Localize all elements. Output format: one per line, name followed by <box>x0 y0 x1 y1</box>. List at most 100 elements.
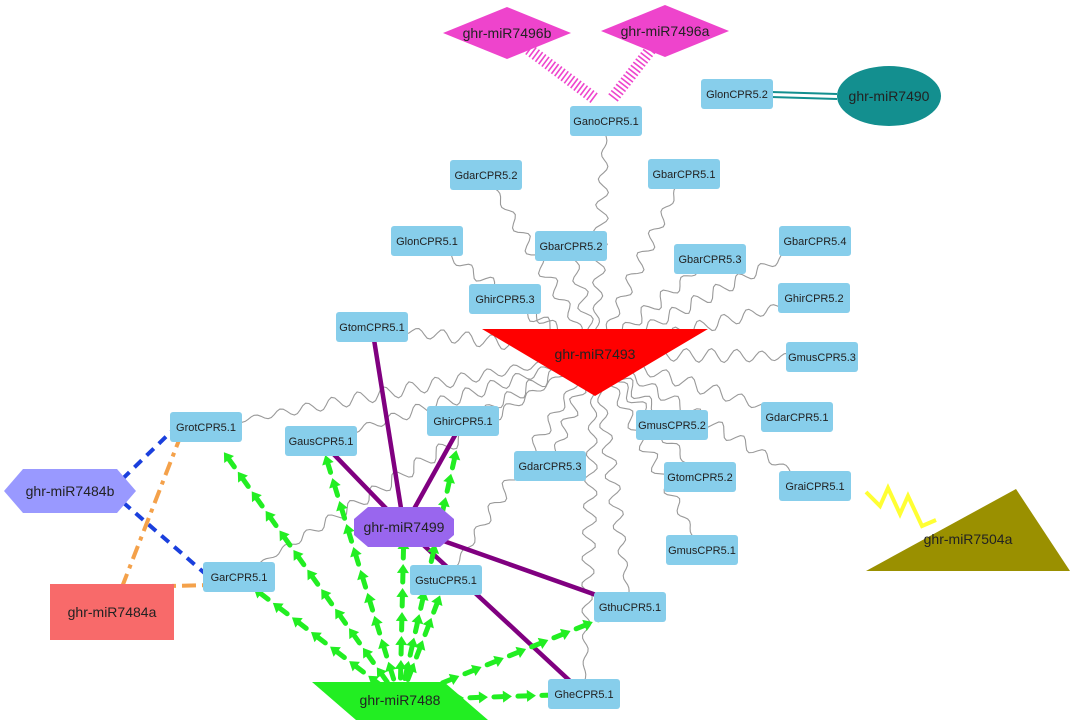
cpr-node-gloncpr5-2[interactable]: GlonCPR5.2 <box>701 79 773 109</box>
cpr-node-ghecpr5-1[interactable]: GheCPR5.1 <box>548 679 620 709</box>
cpr-label: GdarCPR5.3 <box>519 461 582 473</box>
mirna-shape-ghr-mir7484b <box>4 469 136 513</box>
cpr-box <box>779 226 851 256</box>
cpr-label: GbarCPR5.3 <box>679 254 742 266</box>
cpr-node-ganocpr5-1[interactable]: GanoCPR5.1 <box>570 106 642 136</box>
mirna-shape-ghr-mir7504a <box>866 489 1070 571</box>
cpr-node-gtomcpr5-1[interactable]: GtomCPR5.1 <box>336 312 408 342</box>
mirna-node-ghr-mir7504a[interactable]: ghr-miR7504a <box>866 489 1070 571</box>
edge-ghr-mir7484b-to-grotcpr5-1 <box>108 425 178 493</box>
cpr-box <box>410 565 482 595</box>
edge-ghr-mir7488-to-gauscpr5-1 <box>322 455 397 682</box>
mirna-label: ghr-miR7493 <box>555 346 636 362</box>
cpr-box <box>514 451 586 481</box>
cpr-box <box>548 679 620 709</box>
cpr-node-gloncpr5-1[interactable]: GlonCPR5.1 <box>391 226 463 256</box>
cpr-label: GmusCPR5.2 <box>638 420 706 432</box>
cpr-node-gmuscpr5-3[interactable]: GmusCPR5.3 <box>786 342 858 372</box>
edge-ghr-mir7488-to-ghr-mir7499 <box>394 540 410 681</box>
mirna-node-ghr-mir7490[interactable]: ghr-miR7490 <box>837 66 941 126</box>
mirna-node-ghr-mir7496a[interactable]: ghr-miR7496a <box>601 5 729 57</box>
edge-ghr-mir7493-to-gmuscpr5-1 <box>594 353 703 551</box>
mirna-label: ghr-miR7490 <box>849 88 930 104</box>
mirna-node-ghr-mir7496b[interactable]: ghr-miR7496b <box>443 7 571 59</box>
cpr-node-ghircpr5-3[interactable]: GhirCPR5.3 <box>469 284 541 314</box>
cpr-label: GthuCPR5.1 <box>599 602 661 614</box>
cpr-label: GhirCPR5.2 <box>784 293 843 305</box>
cpr-node-grotcpr5-1[interactable]: GrotCPR5.1 <box>170 412 242 442</box>
mirna-node-ghr-mir7488[interactable]: ghr-miR7488 <box>312 682 488 720</box>
edge-ghr-mir7488-to-gstucpr5-1 <box>405 595 443 682</box>
mirna-label: ghr-miR7496b <box>463 25 552 41</box>
cpr-box <box>535 231 607 261</box>
cpr-node-ghircpr5-1[interactable]: GhirCPR5.1 <box>427 406 499 436</box>
edge-ghr-mir7504a-to-graicpr5-1 <box>864 483 937 529</box>
mirna-node-ghr-mir7484a[interactable]: ghr-miR7484a <box>50 584 174 640</box>
cpr-label: GtomCPR5.2 <box>667 472 732 484</box>
cpr-node-garcpr5-1[interactable]: GarCPR5.1 <box>203 562 275 592</box>
cpr-label: GrotCPR5.1 <box>176 422 236 434</box>
cpr-node-gbarcpr5-2[interactable]: GbarCPR5.2 <box>535 231 607 261</box>
edge-ghr-mir7493-to-grotcpr5-1 <box>205 353 596 428</box>
edge-ghr-mir7484a-to-grotcpr5-1 <box>120 434 183 588</box>
edge-ghr-mir7490-to-gloncpr5-2 <box>770 91 838 100</box>
edge-ghr-mir7484b-to-garcpr5-1 <box>108 489 211 579</box>
cpr-box <box>170 412 242 442</box>
cpr-node-gbarcpr5-3[interactable]: GbarCPR5.3 <box>674 244 746 274</box>
cpr-box <box>450 160 522 190</box>
cpr-label: GlonCPR5.1 <box>396 236 458 248</box>
cpr-box <box>570 106 642 136</box>
cpr-label: GtomCPR5.1 <box>339 322 404 334</box>
cpr-box <box>786 342 858 372</box>
cpr-node-gdarcpr5-1[interactable]: GdarCPR5.1 <box>761 402 833 432</box>
cpr-label: GbarCPR5.4 <box>784 236 847 248</box>
mirna-node-ghr-mir7484b[interactable]: ghr-miR7484b <box>4 469 136 513</box>
cpr-label: GheCPR5.1 <box>554 689 613 701</box>
cpr-label: GausCPR5.1 <box>289 436 354 448</box>
cpr-node-gmuscpr5-2[interactable]: GmusCPR5.2 <box>636 410 708 440</box>
mirna-label: ghr-miR7484b <box>26 483 115 499</box>
edge-ghr-mir7493-to-ghecpr5-1 <box>581 354 598 695</box>
cpr-node-gstucpr5-1[interactable]: GstuCPR5.1 <box>410 565 482 595</box>
cpr-box <box>666 535 738 565</box>
cpr-node-ghircpr5-2[interactable]: GhirCPR5.2 <box>778 283 850 313</box>
mirna-node-ghr-mir7493[interactable]: ghr-miR7493 <box>482 329 708 396</box>
mirna-shape-ghr-mir7496a <box>601 5 729 57</box>
cpr-label: GhirCPR5.3 <box>475 294 534 306</box>
mirna-node-ghr-mir7499[interactable]: ghr-miR7499 <box>354 507 454 547</box>
cpr-label: GanoCPR5.1 <box>573 116 638 128</box>
mirna-label: ghr-miR7488 <box>360 692 441 708</box>
cpr-node-graicpr5-1[interactable]: GraiCPR5.1 <box>779 471 851 501</box>
cpr-node-gbarcpr5-4[interactable]: GbarCPR5.4 <box>779 226 851 256</box>
cpr-node-gdarcpr5-3[interactable]: GdarCPR5.3 <box>514 451 586 481</box>
cpr-box <box>778 283 850 313</box>
mirna-label: ghr-miR7499 <box>364 519 445 535</box>
cpr-box <box>391 226 463 256</box>
cpr-label: GraiCPR5.1 <box>785 481 844 493</box>
edge-ghr-mir7499-to-gtomcpr5-1 <box>369 326 407 528</box>
cpr-box <box>336 312 408 342</box>
cpr-node-gthucpr5-1[interactable]: GthuCPR5.1 <box>594 592 666 622</box>
cpr-node-gbarcpr5-1[interactable]: GbarCPR5.1 <box>648 159 720 189</box>
cpr-label: GmusCPR5.3 <box>788 352 856 364</box>
cpr-box <box>594 592 666 622</box>
cpr-node-gtomcpr5-2[interactable]: GtomCPR5.2 <box>664 462 736 492</box>
cpr-box <box>779 471 851 501</box>
edge-ghr-mir7493-to-garcpr5-1 <box>238 353 596 578</box>
edge-ghr-mir7488-to-garcpr5-1 <box>253 588 386 690</box>
cpr-box <box>203 562 275 592</box>
cpr-box <box>648 159 720 189</box>
cpr-box <box>285 426 357 456</box>
cpr-label: GarCPR5.1 <box>211 572 268 584</box>
edge-ghr-mir7488-to-grotcpr5-1 <box>223 452 390 685</box>
nodes-layer: ghr-miR7496b ghr-miR7496a ghr-miR7490 ghr-m… <box>4 5 1070 720</box>
mirna-shape-ghr-mir7490 <box>837 66 941 126</box>
edge-ghr-mir7493-to-gdarcpr5-2 <box>485 174 596 355</box>
cpr-node-gdarcpr5-2[interactable]: GdarCPR5.2 <box>450 160 522 190</box>
cpr-node-gauscpr5-1[interactable]: GausCPR5.1 <box>285 426 357 456</box>
mirna-shape-ghr-mir7499 <box>354 507 454 547</box>
cpr-box <box>427 406 499 436</box>
mirna-shape-ghr-mir7496b <box>443 7 571 59</box>
cpr-node-gmuscpr5-1[interactable]: GmusCPR5.1 <box>666 535 738 565</box>
